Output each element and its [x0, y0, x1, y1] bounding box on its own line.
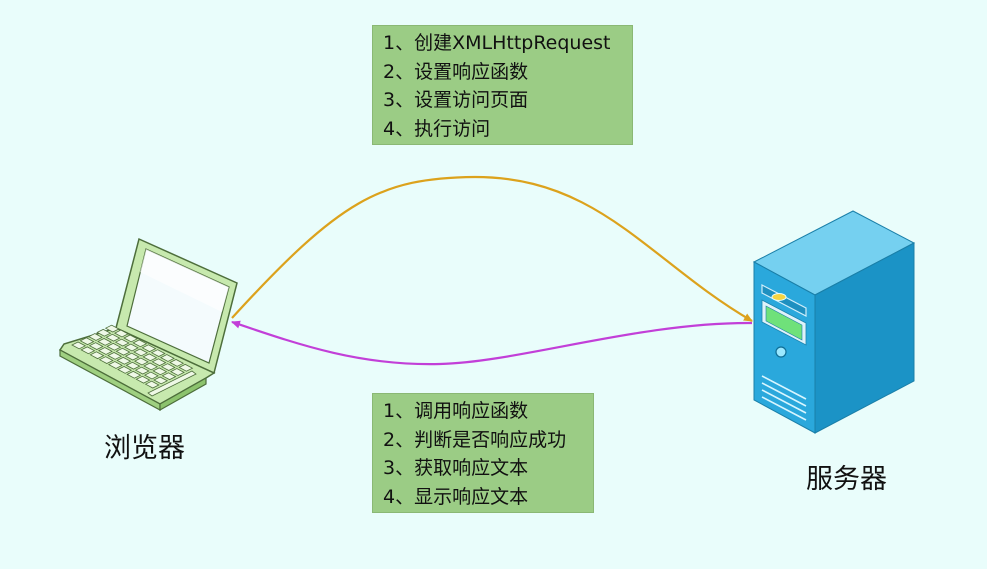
- response-step: 4、显示响应文本: [383, 485, 529, 508]
- keyboard-key: [80, 346, 96, 355]
- keyboard-key: [133, 348, 149, 357]
- keyboard-key: [123, 343, 139, 352]
- response-step: 2、判断是否响应成功: [383, 428, 567, 451]
- keyboard-key: [143, 362, 159, 371]
- keyboard-key: [126, 370, 142, 379]
- keyboard-key: [96, 328, 112, 337]
- request-step: 2、设置响应函数: [383, 60, 529, 83]
- keyboard-key: [87, 333, 103, 341]
- keyboard-key: [151, 358, 167, 367]
- keyboard-key: [89, 351, 105, 360]
- keyboard-key: [71, 341, 87, 350]
- keyboard-key: [135, 375, 151, 384]
- keyboard-key: [107, 361, 123, 369]
- keyboard-key: [107, 352, 123, 360]
- request-steps-box: 1、创建XMLHttpRequest 2、设置响应函数 3、设置访问页面 4、执…: [372, 25, 633, 145]
- keyboard-key: [105, 333, 121, 342]
- keyboard-key: [124, 352, 140, 361]
- keyboard-key: [159, 354, 175, 362]
- keyboard-key: [97, 347, 113, 355]
- response-step: 1、调用响应函数: [383, 400, 529, 422]
- request-step: 1、创建XMLHttpRequest: [383, 32, 611, 54]
- keyboard-key: [115, 347, 131, 356]
- keyboard-key: [160, 363, 176, 371]
- keyboard-key: [169, 368, 185, 376]
- keyboard-key: [132, 339, 148, 348]
- keyboard-key: [79, 337, 95, 346]
- keyboard-key: [134, 366, 150, 375]
- keyboard-key: [125, 361, 141, 370]
- keyboard-key: [88, 342, 104, 350]
- keyboard-key: [133, 357, 149, 366]
- response-steps-box: 1、调用响应函数 2、判断是否响应成功 3、获取响应文本 4、显示响应文本: [372, 393, 594, 513]
- server-tower-icon: [752, 210, 916, 434]
- keyboard-key: [123, 334, 139, 343]
- keyboard-key: [143, 371, 159, 380]
- keyboard-key: [104, 324, 120, 333]
- keyboard-key: [150, 349, 166, 357]
- response-arrow: [231, 320, 753, 366]
- keyboard-key: [161, 372, 177, 381]
- response-step: 3、获取响应文本: [383, 457, 529, 479]
- request-step: 4、执行访问: [383, 117, 491, 140]
- keyboard-key: [144, 380, 160, 389]
- browser-label: 浏览器: [104, 433, 185, 464]
- keyboard-key: [169, 359, 185, 367]
- keyboard-key: [142, 353, 158, 362]
- request-step: 3、设置访问页面: [383, 89, 529, 111]
- keyboard-key: [98, 356, 114, 364]
- keyboard-key: [114, 338, 130, 347]
- keyboard-key: [116, 356, 132, 365]
- request-arrow: [231, 175, 753, 322]
- keyboard-key: [152, 367, 168, 376]
- server-label: 服务器: [806, 464, 887, 495]
- laptop-icon: [58, 237, 238, 412]
- keyboard-key: [178, 363, 194, 372]
- keyboard-key: [97, 338, 113, 346]
- keyboard-key: [153, 376, 169, 385]
- keyboard-key: [113, 329, 129, 338]
- keyboard-key: [106, 342, 122, 351]
- keyboard-key: [141, 344, 157, 353]
- keyboard-key: [117, 366, 133, 374]
